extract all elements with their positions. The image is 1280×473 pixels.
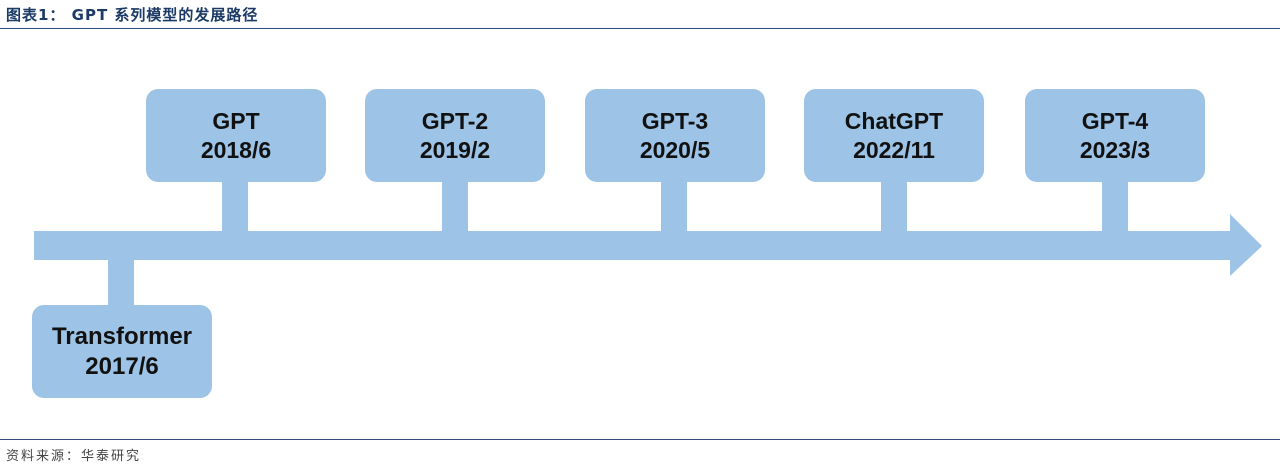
milestone-name: GPT-2 <box>421 107 489 134</box>
bottom-rule <box>0 439 1280 440</box>
milestone-gpt-4: GPT-4 2023/3 <box>1025 89 1205 182</box>
milestone-name: Transformer <box>51 322 193 350</box>
milestone-gpt-3: GPT-3 2020/5 <box>585 89 765 182</box>
milestone-name: ChatGPT <box>844 107 944 134</box>
stem-gpt-2 <box>442 181 468 231</box>
milestone-name: GPT-4 <box>1081 107 1149 134</box>
stem-gpt-4 <box>1102 181 1128 231</box>
milestone-transformer: Transformer 2017/6 <box>32 305 212 398</box>
milestone-date: 2023/3 <box>1079 136 1151 163</box>
milestone-name: GPT-3 <box>641 107 709 134</box>
stem-gpt <box>222 181 248 231</box>
milestone-name: GPT <box>212 107 260 134</box>
stem-transformer <box>108 260 134 306</box>
milestone-date: 2020/5 <box>639 136 711 163</box>
top-rule <box>0 28 1280 29</box>
milestone-date: 2018/6 <box>200 136 272 163</box>
milestone-gpt: GPT 2018/6 <box>146 89 326 182</box>
milestone-chatgpt: ChatGPT 2022/11 <box>804 89 984 182</box>
stem-gpt-3 <box>661 181 687 231</box>
source-note: 资料来源：华泰研究 <box>6 449 142 464</box>
milestone-gpt-2: GPT-2 2019/2 <box>365 89 545 182</box>
stem-chatgpt <box>881 181 907 231</box>
milestone-date: 2019/2 <box>419 136 491 163</box>
timeline-arrow-shape <box>34 214 1262 276</box>
milestone-date: 2022/11 <box>853 136 935 163</box>
milestone-date: 2017/6 <box>85 352 159 380</box>
figure-title: 图表1： GPT 系列模型的发展路径 <box>6 6 259 24</box>
